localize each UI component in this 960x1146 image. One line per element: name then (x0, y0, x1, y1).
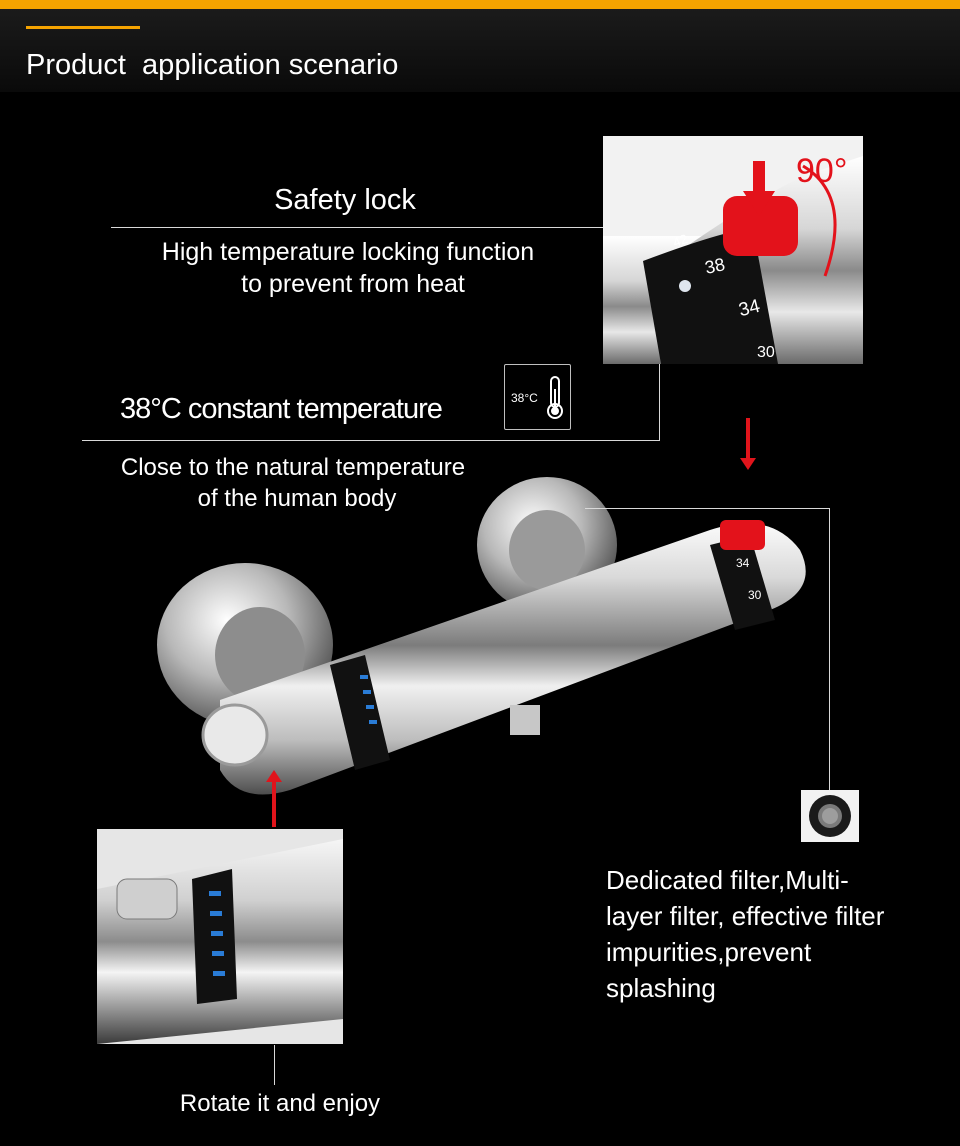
safety-lock-title: Safety lock (274, 184, 416, 216)
dial-closeup-illustration (603, 136, 863, 364)
safety-lock-connector (659, 364, 660, 441)
header-accent-line (26, 26, 140, 29)
filter-callout-horizontal (585, 508, 830, 509)
thermostatic-faucet-image (157, 477, 806, 795)
rotate-caption: Rotate it and enjoy (179, 1090, 381, 1117)
safety-lock-desc-2: to prevent from heat (241, 270, 465, 298)
dial-mark-30: 30 (757, 344, 775, 361)
section-title: Product application scenario (26, 49, 399, 81)
handle-closeup-illustration (97, 829, 343, 1044)
filter-mesh-icon (809, 795, 851, 837)
thermometer-icon: 38°C (504, 364, 571, 430)
rotate-connector (274, 1045, 275, 1085)
thermometer-glyph (547, 376, 563, 419)
filter-desc-line-1: Dedicated filter,Multi- (606, 865, 849, 895)
rotation-angle-label: 90° (796, 152, 848, 190)
filter-desc-line-4: splashing (606, 973, 716, 1003)
filter-desc-line-2: layer filter, effective filter (606, 901, 885, 931)
constant-temp-divider (82, 440, 660, 441)
arrow-up-icon (266, 770, 282, 782)
dial-mark-38: 38 (703, 254, 727, 278)
faucet-dial-mark-30: 30 (748, 588, 762, 602)
constant-temp-title: 38°C constant temperature (120, 393, 443, 425)
filter-callout-vertical (829, 508, 830, 790)
constant-temp-desc-1: Close to the natural temperature (120, 454, 466, 481)
arrow-down-stem (746, 418, 750, 460)
filter-description: Dedicated filter,Multi- layer filter, ef… (606, 862, 884, 1006)
section-header: Product application scenario (0, 9, 960, 92)
safety-lock-desc-1: High temperature locking function (161, 238, 535, 266)
top-accent-bar (0, 0, 960, 9)
constant-temp-desc-2: of the human body (197, 485, 397, 512)
rotate-handle-photo (97, 829, 343, 1044)
arrow-up-stem (272, 781, 276, 827)
arrow-down-icon (740, 458, 756, 470)
filter-desc-line-3: impurities,prevent (606, 937, 812, 967)
safety-lock-photo: 90° 42 38 34 30 (603, 136, 863, 364)
filter-thumbnail (801, 790, 859, 842)
thermometer-icon-label: 38°C (511, 391, 538, 405)
faucet-dial-mark-34: 34 (736, 556, 750, 570)
safety-lock-divider (111, 227, 771, 228)
